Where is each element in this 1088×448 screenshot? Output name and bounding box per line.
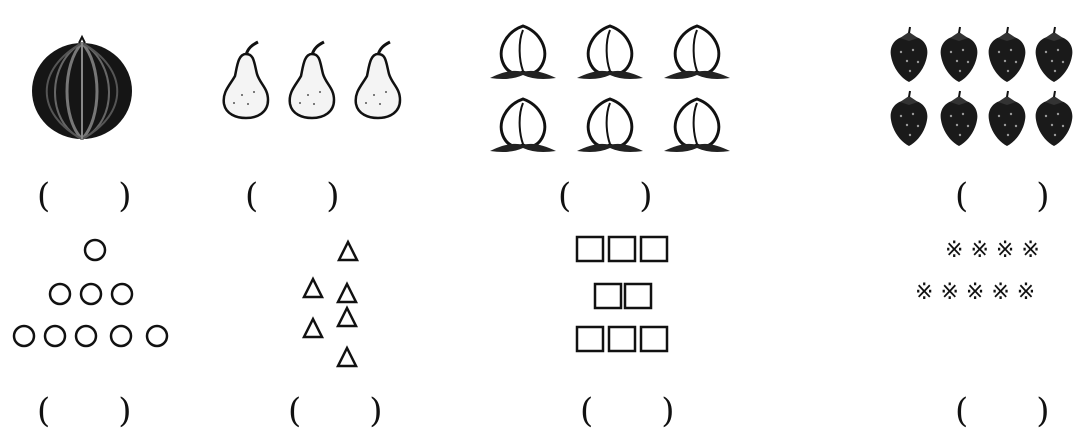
shape-group-squares xyxy=(575,235,669,353)
triangle-icon xyxy=(301,316,325,339)
strawberry-icon xyxy=(940,26,978,82)
square-icon xyxy=(607,235,637,263)
star-mark-row: ※ ※ ※ ※ xyxy=(945,240,1040,262)
shape-group-circles xyxy=(12,238,169,348)
square-icon xyxy=(623,282,653,310)
pear-icon xyxy=(354,40,402,120)
pear-icon xyxy=(222,40,270,120)
triangle-icon xyxy=(301,276,325,299)
square-icon xyxy=(575,325,605,353)
circle-icon xyxy=(74,324,98,348)
answer-blank[interactable]: ( ) xyxy=(580,391,675,431)
triangle-icon xyxy=(335,281,359,304)
peach-icon xyxy=(577,24,643,79)
pear-icon xyxy=(288,40,336,120)
strawberry-icon xyxy=(940,90,978,146)
peach-icon xyxy=(577,97,643,152)
strawberry-icon xyxy=(988,26,1026,82)
answer-blank[interactable]: ( ) xyxy=(245,176,340,216)
peach-icon xyxy=(490,24,556,79)
star-mark-icon: ※ xyxy=(970,238,989,263)
square-icon xyxy=(607,325,637,353)
square-icon xyxy=(593,282,623,310)
answer-blank[interactable]: ( ) xyxy=(37,391,132,431)
peach-icon xyxy=(664,24,730,79)
square-icon xyxy=(639,325,669,353)
strawberry-icon xyxy=(988,90,1026,146)
star-mark-icon: ※ xyxy=(915,280,934,305)
peach-icon xyxy=(490,97,556,152)
star-mark-icon: ※ xyxy=(940,280,959,305)
star-mark-icon: ※ xyxy=(1016,280,1036,305)
shape-group-triangles xyxy=(301,239,360,368)
strawberry-icon xyxy=(890,26,928,82)
circle-icon xyxy=(83,238,107,262)
triangle-icon xyxy=(336,239,360,262)
strawberry-icon xyxy=(890,90,928,146)
circle-icon xyxy=(79,282,103,306)
star-mark-icon: ※ xyxy=(1021,238,1040,263)
circle-icon xyxy=(145,324,169,348)
peach-icon xyxy=(664,97,730,152)
circle-icon xyxy=(43,324,67,348)
circle-icon xyxy=(48,282,72,306)
circle-icon xyxy=(109,324,133,348)
square-icon xyxy=(575,235,605,263)
answer-blank[interactable]: ( ) xyxy=(955,176,1050,216)
answer-blank[interactable]: ( ) xyxy=(558,176,653,216)
circle-icon xyxy=(12,324,36,348)
triangle-icon xyxy=(335,305,359,328)
strawberry-icon xyxy=(1035,90,1073,146)
triangle-icon xyxy=(335,345,359,368)
star-mark-icon: ※ xyxy=(991,280,1010,305)
answer-blank[interactable]: ( ) xyxy=(288,391,383,431)
square-icon xyxy=(639,235,669,263)
answer-blank[interactable]: ( ) xyxy=(955,391,1050,431)
circle-icon xyxy=(110,282,134,306)
star-mark-row: ※ ※ ※ ※ ※ xyxy=(915,282,1035,304)
star-mark-icon: ※ xyxy=(995,238,1015,263)
watermelon-icon xyxy=(32,34,132,141)
star-mark-icon: ※ xyxy=(965,280,985,305)
star-mark-icon: ※ xyxy=(945,238,964,263)
strawberry-icon xyxy=(1035,26,1073,82)
answer-blank[interactable]: ( ) xyxy=(37,176,132,216)
